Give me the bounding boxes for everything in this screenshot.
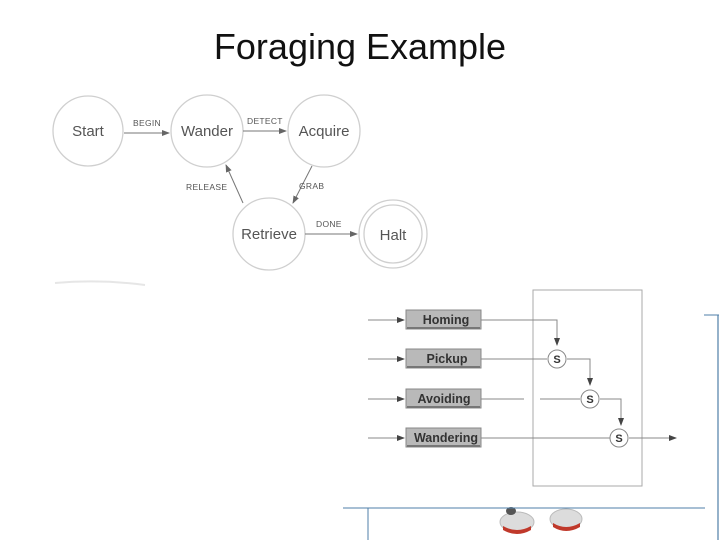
behavior-homing: Homing	[405, 309, 482, 330]
transition-release-label: RELEASE	[186, 182, 227, 192]
decorative-frame	[343, 314, 719, 540]
state-retrieve: Retrieve	[232, 197, 306, 271]
behavior-avoiding: Avoiding	[405, 388, 482, 409]
subsumption-diagram: Homing Pickup Avoiding Wandering S	[368, 289, 677, 487]
state-retrieve-label: Retrieve	[241, 226, 297, 243]
suppressor-node-2-label: S	[586, 394, 593, 406]
state-wander: Wander	[170, 94, 244, 168]
suppressor-node-2: S	[580, 389, 600, 409]
transition-grab: GRAB	[292, 165, 324, 204]
behavior-pickup: Pickup	[405, 348, 482, 369]
behavior-wandering: Wandering	[405, 427, 482, 448]
state-start: Start	[52, 95, 124, 167]
transition-done-label: DONE	[316, 219, 342, 229]
behavior-pickup-label: Pickup	[427, 352, 468, 366]
state-halt: Halt	[358, 199, 428, 269]
state-acquire: Acquire	[287, 94, 361, 168]
suppressor-node-3-label: S	[615, 433, 622, 445]
arbiter-frame	[532, 289, 643, 487]
suppressor-node-3: S	[609, 428, 629, 448]
transition-detect-label: DETECT	[247, 116, 283, 126]
state-start-label: Start	[72, 123, 105, 140]
behavior-avoiding-label: Avoiding	[417, 392, 470, 406]
state-halt-label: Halt	[380, 227, 408, 244]
scan-artifact	[54, 280, 146, 286]
transition-begin-label: BEGIN	[133, 118, 161, 128]
transition-grab-label: GRAB	[299, 181, 324, 191]
transition-release: RELEASE	[186, 164, 244, 204]
robot-feet-illustration	[499, 507, 583, 534]
transition-begin: BEGIN	[124, 118, 170, 136]
behavior-homing-label: Homing	[423, 313, 470, 327]
behavior-wandering-label: Wandering	[414, 431, 478, 445]
suppressor-node-1-label: S	[553, 354, 560, 366]
fsa-diagram: Start Wander Acquire Retrieve Halt BEGIN…	[52, 94, 428, 271]
state-wander-label: Wander	[181, 123, 233, 140]
transition-done: DONE	[305, 219, 358, 237]
transition-detect: DETECT	[243, 116, 287, 134]
slide-title: Foraging Example	[213, 26, 507, 67]
suppressor-node-1: S	[547, 349, 567, 369]
state-acquire-label: Acquire	[299, 123, 350, 140]
